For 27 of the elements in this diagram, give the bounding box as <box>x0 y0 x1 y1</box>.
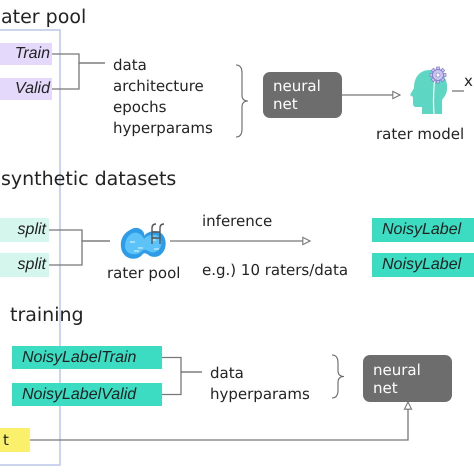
data-label: split <box>0 218 49 242</box>
data-label: split <box>0 253 49 277</box>
model-box: neural net <box>263 72 342 118</box>
input-list: data architecture epochs hyperparams <box>113 53 233 141</box>
arrow <box>30 401 412 441</box>
connector-line <box>52 62 105 90</box>
model-box: neural net <box>363 355 452 402</box>
dataset-label: NoisyLabelTrain <box>12 346 162 369</box>
data-label: Valid <box>0 78 52 100</box>
caption-text: rater pool <box>107 264 180 282</box>
dataset-label: NoisyLabelValid <box>12 383 162 406</box>
caption-text: rater model <box>376 125 464 143</box>
connector-line <box>452 90 464 92</box>
input-list: data hyperparams <box>210 362 330 406</box>
cut-text: x <box>464 70 474 92</box>
section-title: training <box>10 304 84 326</box>
data-label: t <box>0 428 30 452</box>
dataset-label: NoisyLabel <box>372 253 474 277</box>
note-text: e.g.) 10 raters/data <box>202 261 348 279</box>
data-label: Train <box>0 43 52 65</box>
dataset-label: NoisyLabel <box>372 218 474 242</box>
connector-line <box>49 240 110 266</box>
arrow <box>342 90 401 100</box>
arrow <box>170 236 311 246</box>
section-title: ater pool <box>1 6 86 28</box>
section-title: synthetic datasets <box>1 168 176 190</box>
connector-line <box>162 371 202 396</box>
